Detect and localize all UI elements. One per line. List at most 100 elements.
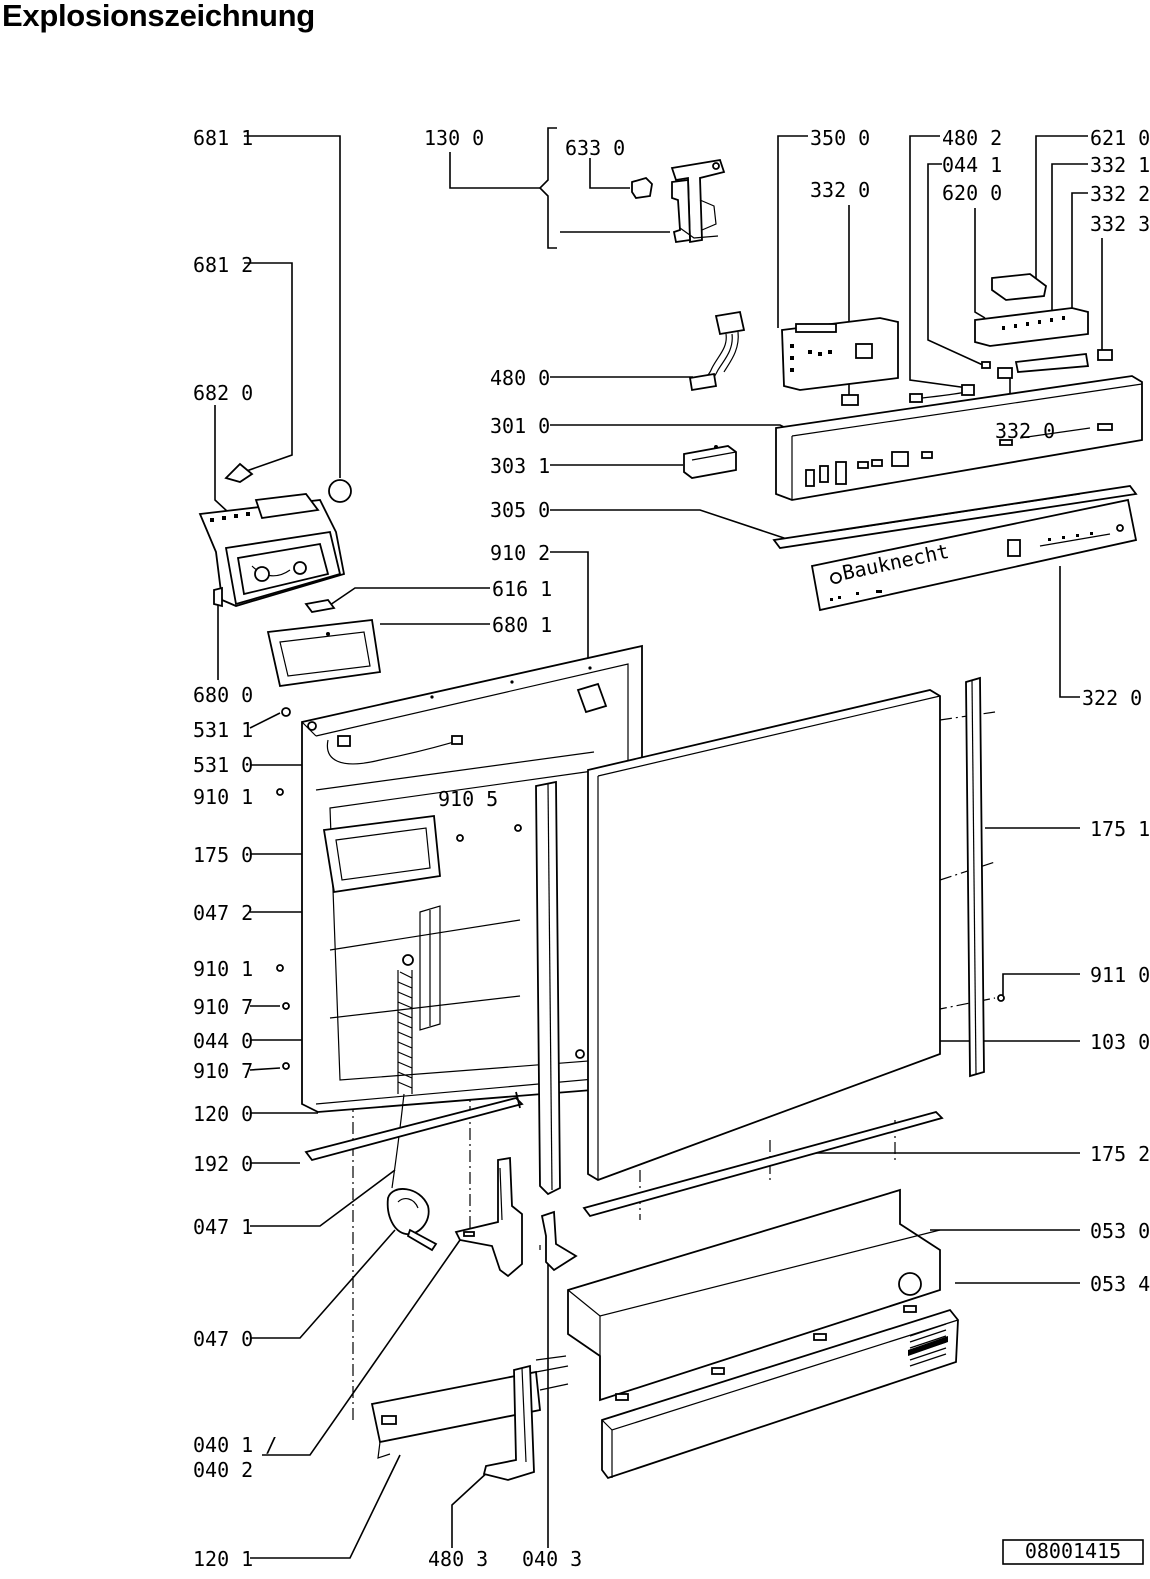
part-hinge-130-0 [631, 158, 726, 244]
part-clip-040-3 [540, 1210, 578, 1272]
part-332-0-lower [997, 367, 1013, 379]
callout-681-1: 681 1 [193, 126, 253, 150]
callout-301-0: 301 0 [490, 414, 550, 438]
part-gasket-680-1 [266, 619, 382, 688]
callout-044-0: 044 0 [193, 1029, 253, 1053]
callout-681-2: 681 2 [193, 253, 253, 277]
callout-633-0: 633 0 [565, 136, 625, 160]
part-303-1 [683, 445, 737, 479]
leader-621-0 [1035, 135, 1088, 290]
callout-040-2: 040 2 [193, 1458, 253, 1482]
part-fascia-322-0: Bauknecht [810, 498, 1138, 612]
callout-910-1-upper: 910 1 [193, 785, 253, 809]
part-harness-480-2 [909, 384, 975, 403]
callout-332-0-top: 332 0 [810, 178, 870, 202]
callout-047-1: 047 1 [193, 1215, 253, 1239]
callout-332-1: 332 1 [1090, 153, 1150, 177]
callout-305-0: 305 0 [490, 498, 550, 522]
drawing-number: 08001415 [1025, 1539, 1121, 1563]
callout-910-7-upper: 910 7 [193, 995, 253, 1019]
bracket-130-0 [538, 127, 557, 249]
callout-480-2: 480 2 [942, 126, 1002, 150]
leader-910-2 [550, 551, 589, 690]
part-outer-door-103-0 [575, 689, 1005, 1181]
callout-616-1: 616 1 [492, 577, 552, 601]
leader-040-1 [262, 1239, 461, 1456]
leader-480-3 [451, 1469, 491, 1548]
callout-044-1: 044 1 [942, 153, 1002, 177]
callout-620-0: 620 0 [942, 181, 1002, 205]
part-strip-175-0 [535, 780, 561, 1196]
part-keypad-620-0 [974, 273, 1113, 373]
part-kickplate-053-0 [567, 1188, 941, 1402]
center-line-5 [934, 997, 996, 1011]
leader-911-0 [1002, 973, 1080, 995]
callout-303-1: 303 1 [490, 454, 550, 478]
part-side-strip-175-1 [965, 676, 985, 1078]
callout-047-0: 047 0 [193, 1327, 253, 1351]
leader-910-7b [249, 1067, 281, 1071]
callout-332-0-lower: 332 0 [995, 419, 1055, 443]
leader-681-2 [234, 262, 293, 476]
callout-175-2: 175 2 [1090, 1142, 1150, 1166]
part-044-1 [981, 361, 991, 369]
leader-322-0 [1059, 566, 1080, 698]
callout-labels: 681 1 681 2 682 0 130 0 633 0 350 0 332 … [193, 126, 1150, 1571]
part-handle-480-3 [482, 1364, 535, 1481]
callout-480-3: 480 3 [428, 1547, 488, 1571]
part-harness-480-0 [688, 310, 746, 392]
part-bracket-040-1 [454, 1156, 523, 1278]
drawing-number-box: 08001415 [1002, 1539, 1144, 1565]
part-spring-047-2 [386, 954, 438, 1252]
callout-053-0: 053 0 [1090, 1219, 1150, 1243]
callout-680-1: 680 1 [492, 613, 552, 637]
leader-047-0 [250, 1229, 396, 1339]
callout-120-0: 120 0 [193, 1102, 253, 1126]
leader-044-1 [927, 163, 986, 367]
leader-047-1 [250, 1169, 396, 1227]
leader-616-1 [329, 587, 490, 606]
part-bracket-120-1 [370, 1355, 569, 1459]
callout-531-1: 531 1 [193, 718, 253, 742]
callout-040-3: 040 3 [522, 1547, 582, 1571]
callout-910-5: 910 5 [438, 787, 498, 811]
callout-680-0: 680 0 [193, 683, 253, 707]
callout-350-0: 350 0 [810, 126, 870, 150]
page-title: Explosionszeichnung [2, 0, 315, 33]
callout-911-0: 911 0 [1090, 963, 1150, 987]
callout-910-1-lower: 910 1 [193, 957, 253, 981]
callout-621-0: 621 0 [1090, 126, 1150, 150]
leader-lines [214, 127, 1103, 1559]
leader-332-1 [1051, 163, 1088, 320]
leader-350-0 [777, 135, 808, 328]
callout-910-2: 910 2 [490, 541, 550, 565]
callout-047-2: 047 2 [193, 901, 253, 925]
callout-480-0: 480 0 [490, 366, 550, 390]
parts: Bauknecht [198, 158, 1143, 1481]
part-grill-053-4 [601, 1308, 959, 1480]
callout-332-2: 332 2 [1090, 182, 1150, 206]
leader-620-0 [974, 208, 986, 319]
callout-192-0: 192 0 [193, 1152, 253, 1176]
callout-175-1: 175 1 [1090, 817, 1150, 841]
part-control-panel-301-0 [775, 375, 1143, 501]
leader-120-1 [250, 1454, 401, 1559]
callout-175-0: 175 0 [193, 843, 253, 867]
callout-531-0: 531 0 [193, 753, 253, 777]
leader-531-1 [249, 712, 281, 729]
leader-130-0 [449, 152, 540, 189]
callout-053-4: 053 4 [1090, 1272, 1150, 1296]
callout-130-0: 130 0 [424, 126, 484, 150]
leader-480-2 [909, 135, 969, 389]
callout-103-0: 103 0 [1090, 1030, 1150, 1054]
part-bottom-strip-175-2 [582, 1110, 944, 1218]
leader-682-0 [214, 405, 229, 513]
part-rail-305-0 [772, 485, 1138, 549]
leader-301-0 [550, 424, 791, 431]
callout-332-3: 332 3 [1090, 212, 1150, 236]
leader-305-0 [550, 509, 791, 541]
part-dispenser-682-0 [198, 462, 352, 613]
callout-120-1: 120 1 [193, 1547, 253, 1571]
part-strip-192-0 [304, 1091, 524, 1162]
